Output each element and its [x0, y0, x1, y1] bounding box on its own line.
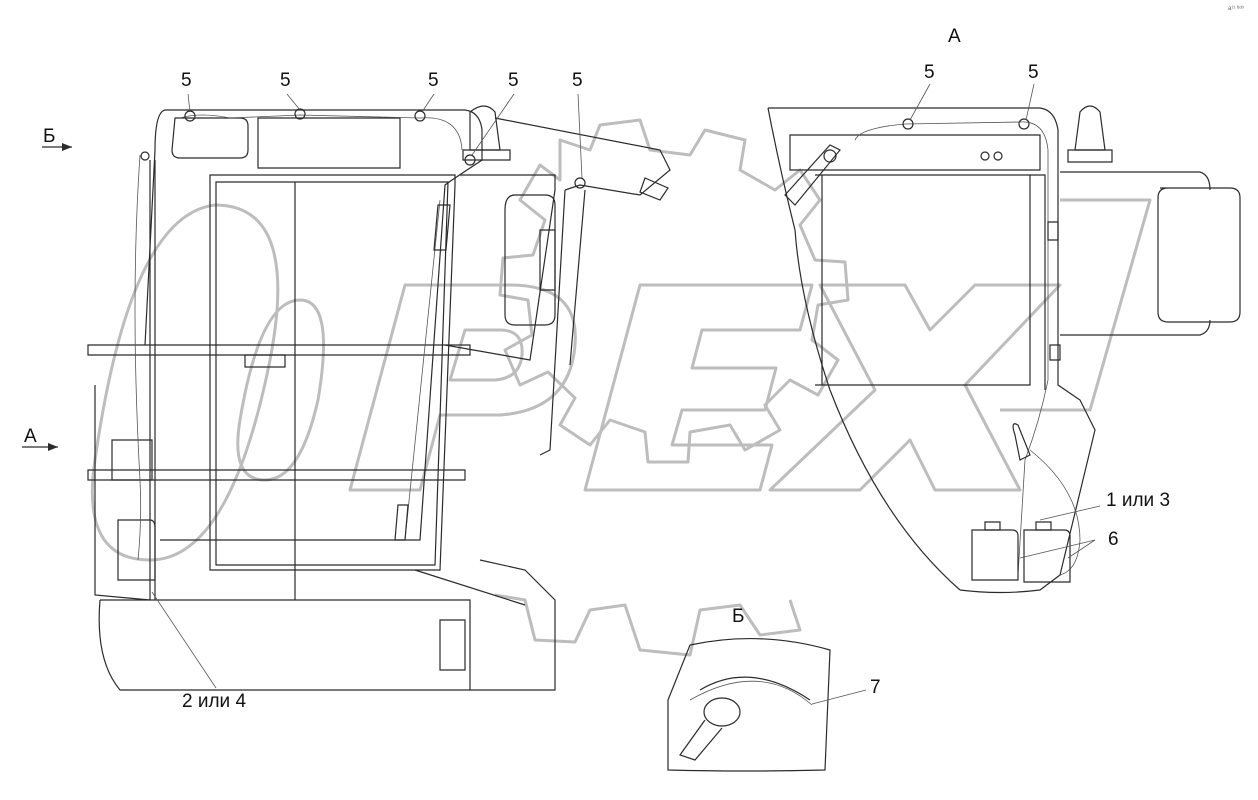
label-1-or-3: 1 или 3: [1106, 490, 1170, 511]
view-a-title: А: [948, 26, 961, 47]
cab-side-view: [87, 105, 671, 691]
label-5-g: 5: [1028, 62, 1039, 83]
label-5-f: 5: [924, 62, 935, 83]
labels: 5 5 5 5 5 5 5 А Б А Б 1 или 3 6 2 или 4 …: [24, 5, 1245, 712]
label-7: 7: [870, 677, 881, 698]
label-5-c: 5: [428, 70, 439, 91]
detail-view-b: [667, 637, 831, 772]
view-a-arrow-label: А: [24, 426, 37, 447]
leader-lines: [22, 83, 1101, 705]
watermark: [90, 118, 1152, 657]
label-6: 6: [1108, 529, 1119, 550]
label-5-b: 5: [280, 70, 291, 91]
view-b-arrow-label: Б: [43, 126, 55, 147]
label-5-a: 5: [181, 70, 192, 91]
cab-rear-view-a: [767, 105, 1241, 594]
label-5-d: 5: [508, 70, 519, 91]
corner-mark: а¹¹ ᵇᵒᵇ: [1228, 5, 1245, 12]
view-b-title: Б: [732, 606, 744, 627]
label-5-e: 5: [572, 70, 583, 91]
label-2-or-4: 2 или 4: [182, 691, 246, 712]
